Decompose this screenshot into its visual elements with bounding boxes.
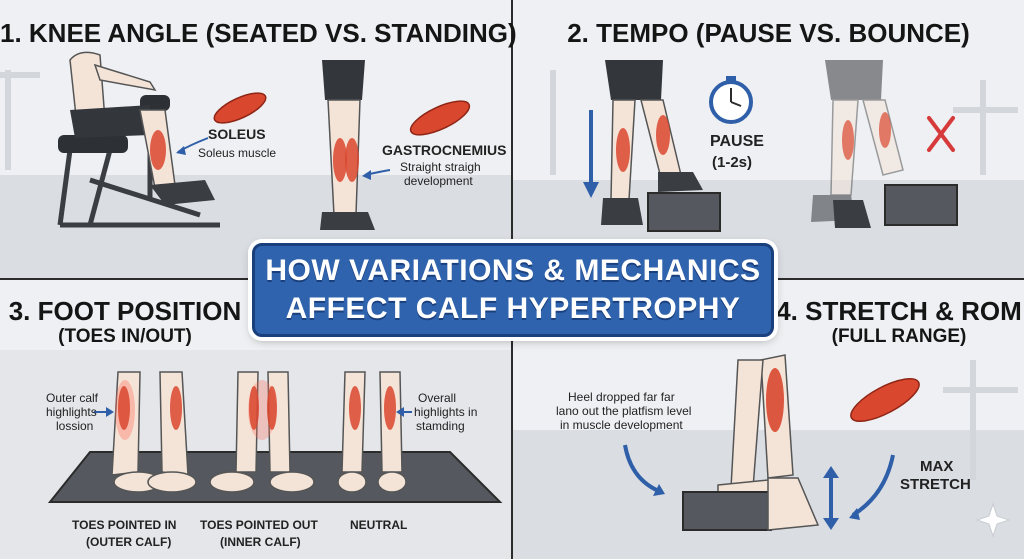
gastrocnemius-label: GASTROCNEMIUS <box>382 142 507 158</box>
cross-mark-icon <box>927 116 955 152</box>
panel-4-subtitle: (FULL RANGE) <box>831 326 967 347</box>
gym-rack-background <box>0 70 40 170</box>
machine-seat <box>58 135 128 153</box>
pause-figure-shorts <box>605 60 663 100</box>
banner-line-2: AFFECT CALF HYPERTROPHY <box>285 292 741 325</box>
pause-label: PAUSE <box>710 133 764 150</box>
max-stretch-label-line-2: STRETCH <box>900 476 971 493</box>
heel-note-arrow <box>623 444 662 494</box>
overall-note-line-2: highlights in <box>414 405 478 419</box>
heel-note-line-2: lano out the platfism level <box>556 404 692 418</box>
soleus-highlight <box>150 130 166 170</box>
soleus-muscle-icon <box>213 92 267 124</box>
panel-2-title: 2. TEMPO (PAUSE VS. BOUNCE) <box>567 18 970 48</box>
gastrocnemius-muscle-icon <box>409 100 471 136</box>
step-block-2 <box>884 184 958 226</box>
gastrocnemius-highlight <box>333 138 347 182</box>
neutral-caption: NEUTRAL <box>350 518 408 532</box>
toes-in-legs <box>111 371 197 493</box>
pause-figure-shoe-front <box>658 172 703 192</box>
stretch-heel <box>767 477 820 531</box>
seated-calf-machine <box>57 120 220 228</box>
gym-rack-background <box>550 70 1018 175</box>
toes-out-caption: TOES POINTED OUT <box>200 518 318 532</box>
overall-note-line-1: Overall <box>418 391 457 405</box>
heel-note-line-3: in muscle development <box>560 418 683 432</box>
stopwatch-icon <box>709 76 753 124</box>
max-stretch-arrow <box>851 454 895 517</box>
heel-note-line-1: Heel dropped far far <box>568 390 675 404</box>
vertical-range-arrow <box>823 466 839 530</box>
bounce-figure-shoe <box>833 200 871 228</box>
panel-1-title: 1. KNEE ANGLE (SEATED VS. STANDING) <box>0 18 517 48</box>
max-stretch-muscle-icon <box>850 378 920 422</box>
banner-line-1: HOW VARIATIONS & MECHANICS <box>265 254 761 287</box>
outer-calf-note-line-3: lossion <box>56 419 94 433</box>
seated-shoe <box>150 180 215 205</box>
outer-calf-note-line-2: highlights <box>46 405 97 419</box>
panel-3-subtitle: (TOES IN/OUT) <box>58 326 192 347</box>
center-title-banner: HOW VARIATIONS & MECHANICS AFFECT CALF H… <box>252 243 774 337</box>
panel-4-title: 4. STRETCH & ROM <box>776 296 1022 326</box>
stretch-calf-highlight <box>766 368 784 432</box>
gastrocnemius-caption-line-2: development <box>404 174 473 188</box>
sparkle-icon <box>975 502 1011 538</box>
seated-arm <box>93 63 157 92</box>
panel-3-title: 3. FOOT POSITION <box>8 296 242 326</box>
overall-note-line-3: stamding <box>416 419 465 433</box>
toes-out-legs <box>209 371 315 493</box>
outer-calf-note-line-1: Outer calf <box>46 391 99 405</box>
pause-duration: (1-2s) <box>712 154 753 171</box>
max-stretch-label-line-1: MAX <box>920 458 954 475</box>
foot-position-illustration <box>47 371 503 503</box>
toes-in-subcaption: (OUTER CALF) <box>86 535 172 549</box>
tempo-illustration <box>550 60 1018 232</box>
stretch-step-block <box>682 491 772 531</box>
toes-in-caption: TOES POINTED IN <box>72 518 177 532</box>
standing-shoe <box>320 212 375 230</box>
stretch-rom-illustration <box>623 354 1018 538</box>
step-block <box>647 192 721 232</box>
pause-figure-shoe-back <box>601 198 643 225</box>
standing-shorts <box>322 60 365 100</box>
toes-out-subcaption: (INNER CALF) <box>220 535 301 549</box>
stretch-leg-front <box>730 359 764 489</box>
neutral-legs <box>337 371 407 493</box>
gastrocnemius-caption-line-1: Straight straigh <box>400 160 481 174</box>
soleus-label: SOLEUS <box>208 126 266 142</box>
soleus-caption: Soleus muscle <box>198 146 277 160</box>
seated-shorts <box>70 105 150 138</box>
gym-rack-background <box>943 360 1018 480</box>
knee-angle-illustration <box>0 51 471 230</box>
